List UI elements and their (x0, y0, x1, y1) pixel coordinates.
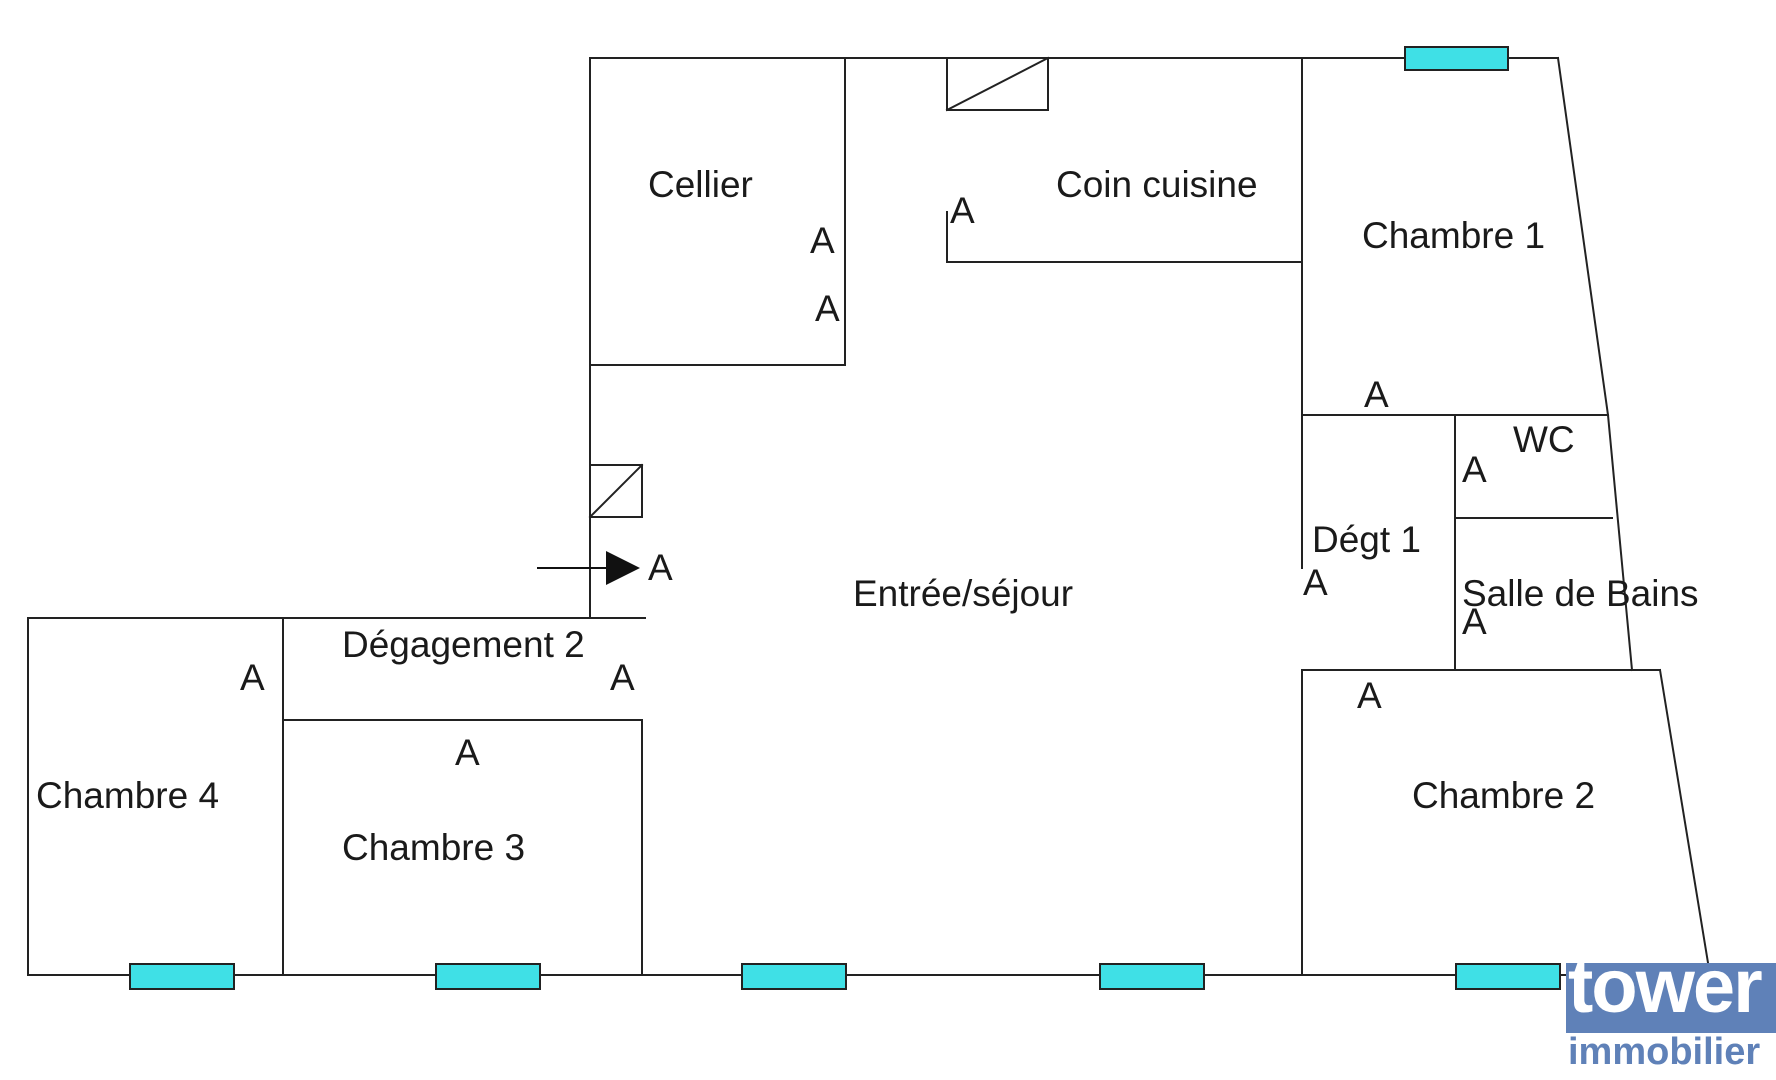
window (741, 963, 847, 990)
room-label-coin-cuisine: Coin cuisine (1056, 164, 1258, 205)
door-markers: A A A A A A A A A A A A (240, 190, 1487, 773)
duct-shaft-left (588, 463, 644, 519)
door-marker: A (1357, 675, 1382, 716)
door-marker: A (455, 732, 480, 773)
room-label-cellier: Cellier (648, 164, 753, 205)
room-label-entree-sejour: Entrée/séjour (853, 573, 1073, 614)
room-labels: Cellier Coin cuisine Chambre 1 WC Dégt 1… (36, 164, 1699, 868)
window (435, 963, 541, 990)
door-marker: A (810, 220, 835, 261)
door-marker: A (1364, 374, 1389, 415)
door-marker: A (1462, 601, 1487, 642)
door-marker: A (950, 190, 975, 231)
window (1404, 46, 1509, 71)
room-label-wc: WC (1513, 419, 1575, 460)
logo-box (1566, 963, 1776, 1033)
window (1455, 963, 1561, 990)
room-label-salle-de-bains: Salle de Bains (1462, 573, 1699, 614)
room-label-degt-1: Dégt 1 (1312, 519, 1421, 560)
door-marker: A (240, 657, 265, 698)
door-marker: A (648, 547, 673, 588)
door-marker: A (610, 657, 635, 698)
walls (27, 56, 1712, 977)
door-marker: A (815, 288, 840, 329)
room-label-chambre-2: Chambre 2 (1412, 775, 1595, 816)
logo-subtitle: immobilier (1568, 1031, 1761, 1073)
room-label-degagement-2: Dégagement 2 (342, 624, 585, 665)
window (129, 963, 235, 990)
door-marker: A (1303, 562, 1328, 603)
logo-name: tower (1568, 944, 1763, 1029)
entrance-arrow-icon (537, 551, 640, 585)
room-label-chambre-4: Chambre 4 (36, 775, 219, 816)
window (1099, 963, 1205, 990)
duct-shaft-top (945, 56, 1050, 112)
room-label-chambre-1: Chambre 1 (1362, 215, 1545, 256)
windows (129, 46, 1561, 990)
door-marker: A (1462, 449, 1487, 490)
room-label-chambre-3: Chambre 3 (342, 827, 525, 868)
tower-immobilier-logo: tower immobilier (1566, 949, 1776, 1080)
